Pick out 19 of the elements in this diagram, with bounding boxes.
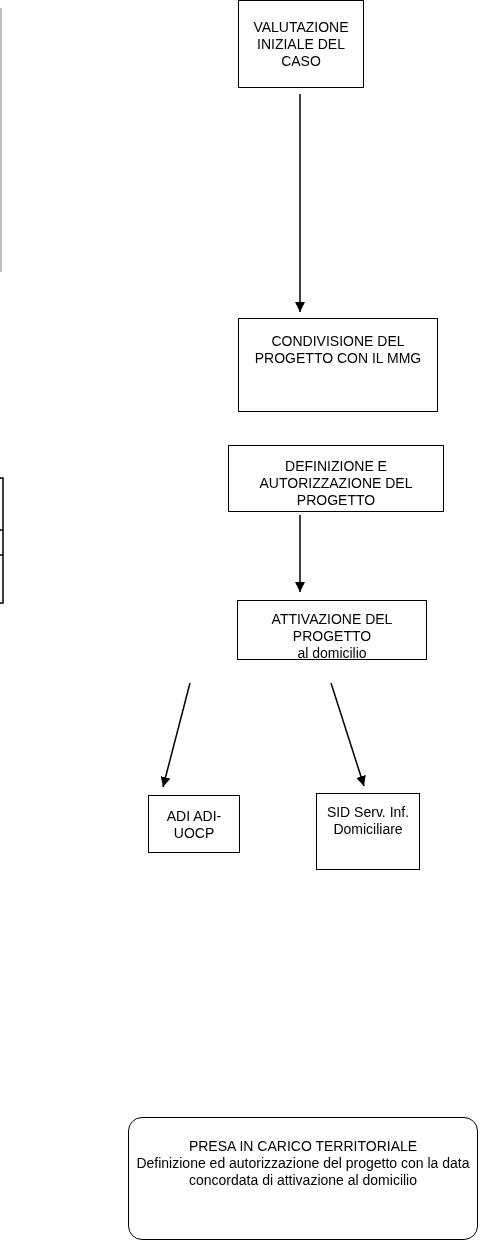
box-text: al domicilio <box>297 645 367 662</box>
box-title: SID Serv. Inf. Domiciliare <box>325 804 411 838</box>
box-title: CONDIVISIONE DEL PROGETTO CON IL MMG <box>253 333 423 367</box>
box-text: Definizione ed autorizzazione del progetto con la data concordata di attivazione al domicilio <box>135 1155 471 1189</box>
process-box <box>148 795 240 853</box>
box-title: DEFINIZIONE E AUTORIZZAZIONE DEL PROGETTO <box>258 458 414 509</box>
arrow <box>160 682 191 788</box>
box-title: ADI ADI-UOCP <box>165 808 223 842</box>
process-box <box>316 793 420 870</box>
rounded-box <box>128 1117 478 1240</box>
box-title: VALUTAZIONE INIZIALE DEL CASO <box>252 19 350 70</box>
process-box <box>237 600 427 660</box>
arrow <box>295 514 305 593</box>
process-box <box>238 0 364 88</box>
box-title: PRESA IN CARICO TERRITORIALE <box>188 1138 418 1155</box>
arrow <box>295 93 305 313</box>
process-box <box>228 445 444 512</box>
arrow <box>330 682 366 787</box>
process-box <box>238 318 438 412</box>
